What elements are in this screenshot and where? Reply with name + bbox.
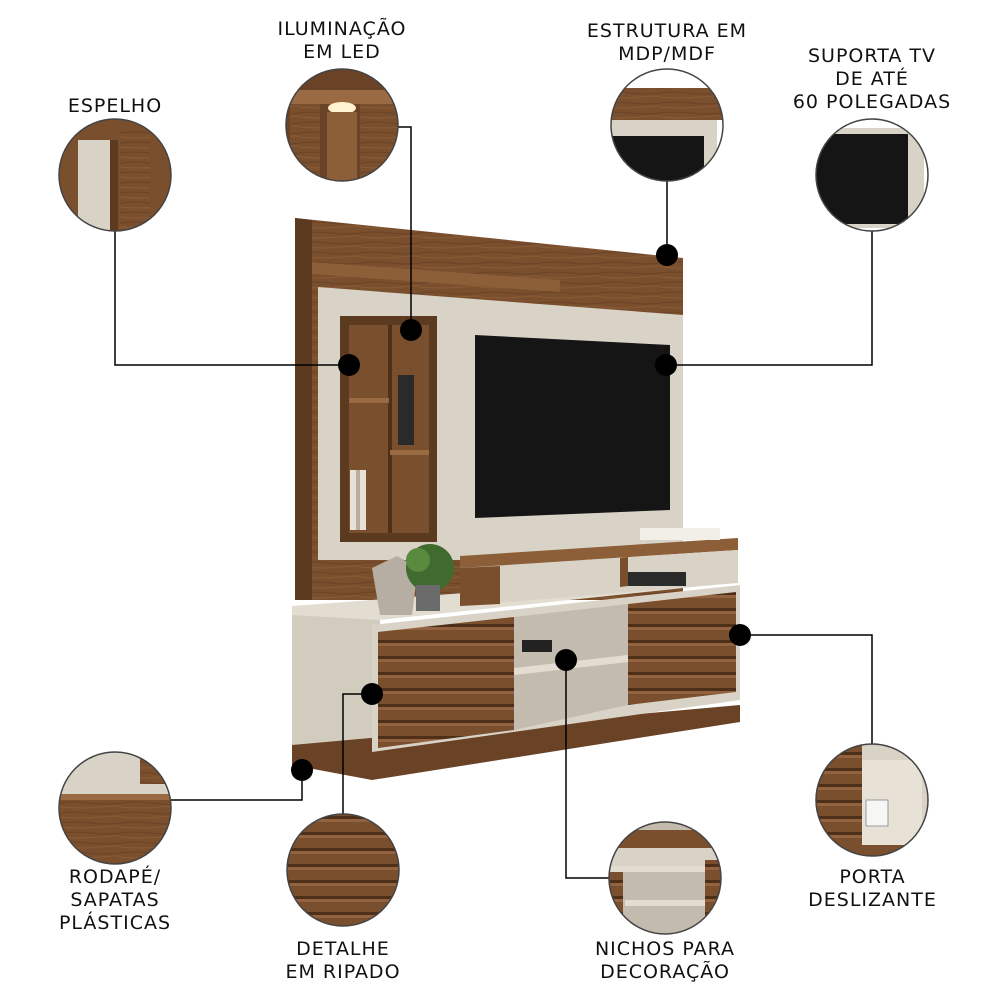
dot-rodape <box>291 759 313 781</box>
tv-detail-icon <box>815 118 929 232</box>
dot-suporta <box>655 354 677 376</box>
tv-panel-furniture <box>292 218 740 780</box>
label-nichos: NICHOS PARA DECORAÇÃO <box>594 938 736 983</box>
callout-dots <box>291 244 751 781</box>
label-ripado: DETALHE EM RIPADO <box>285 938 401 983</box>
base-detail-icon <box>58 751 172 865</box>
niche-detail-icon <box>608 821 722 935</box>
dot-ripado <box>361 683 383 705</box>
dot-porta <box>729 624 751 646</box>
label-porta: PORTA DESLIZANTE <box>808 866 937 911</box>
sliding-door-detail-icon <box>815 743 929 857</box>
structure-detail-icon <box>610 68 724 182</box>
dot-iluminacao <box>400 319 422 341</box>
dot-nichos <box>555 649 577 671</box>
label-estrutura: ESTRUTURA EM MDP/MDF <box>586 20 748 65</box>
label-iluminacao: ILUMINAÇÃO EM LED <box>277 18 407 63</box>
dot-estrutura <box>656 244 678 266</box>
led-light-detail-icon <box>285 68 399 182</box>
slatted-detail-icon <box>286 813 400 927</box>
mirror-detail-icon <box>58 118 172 232</box>
label-espelho: ESPELHO <box>67 95 163 117</box>
label-rodape: RODAPÉ/ SAPATAS PLÁSTICAS <box>58 866 172 934</box>
label-suporta: SUPORTA TV DE ATÉ 60 POLEGADAS <box>792 45 952 113</box>
dot-espelho <box>338 354 360 376</box>
